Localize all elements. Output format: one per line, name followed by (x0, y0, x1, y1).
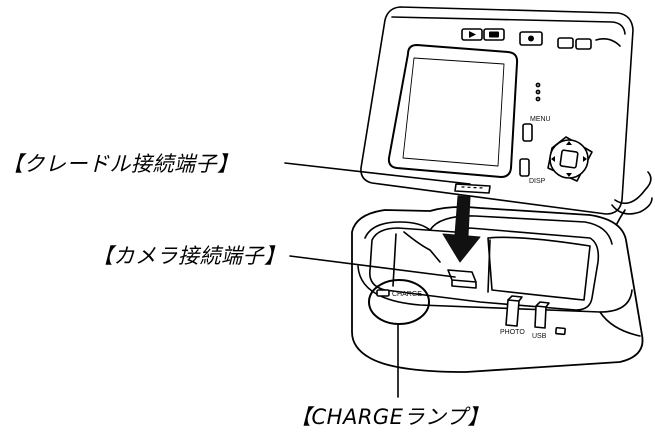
zoom-wide-button (557, 37, 574, 49)
photo-button (505, 295, 523, 327)
usb-button (534, 301, 550, 329)
disp-label: DISP (529, 178, 546, 185)
cradle-terminal-label: 【クレードル接続端子】 (2, 152, 239, 176)
cradle-camera-terminal (447, 269, 477, 289)
usb-port (555, 326, 566, 336)
charge-label: CHARGE (392, 291, 422, 298)
camera: MENU DISP (360, 6, 653, 241)
camera-bottom-connector (454, 183, 491, 194)
control-pad (547, 136, 593, 182)
cradle-terminal-leader (284, 162, 471, 185)
menu-button (522, 123, 533, 142)
disp-button (519, 158, 530, 177)
charge-lamp-highlight (368, 279, 430, 325)
photo-label: PHOTO (500, 329, 525, 336)
lcd-screen (387, 44, 519, 178)
insert-arrow (442, 195, 481, 263)
charge-lamp-label: 【CHARGEランプ】 (290, 405, 489, 429)
camera-terminal-label: 【カメラ接続端子】 (92, 244, 286, 268)
zoom-tele-button (575, 38, 592, 50)
usb-label: USB (532, 333, 547, 340)
camera-terminal-leader (289, 255, 456, 278)
cradle: PHOTO USB CHARGE (351, 206, 644, 373)
menu-label: MENU (530, 116, 551, 123)
camera-top-edge (391, 16, 626, 35)
charge-lamp (376, 289, 390, 297)
